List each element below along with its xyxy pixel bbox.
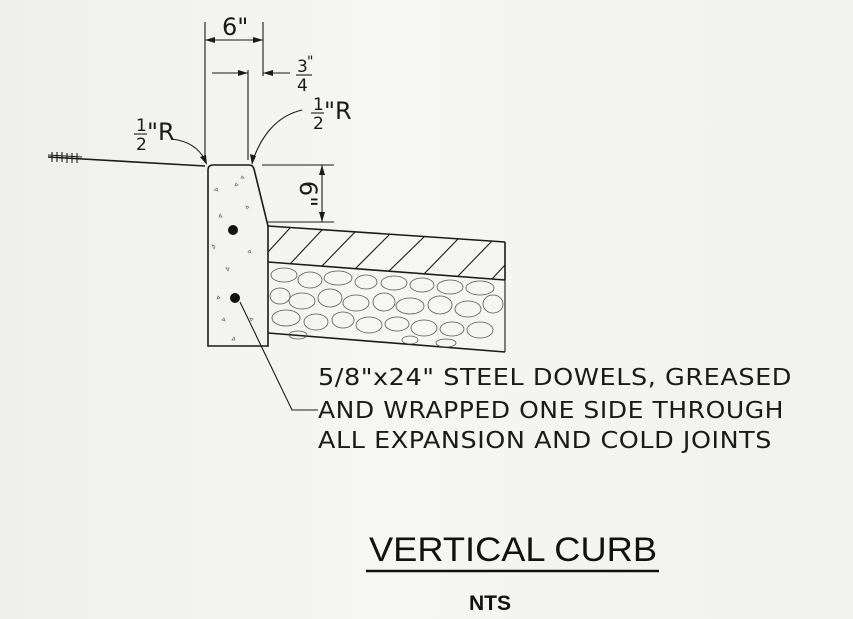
dimension-top-width: 6" xyxy=(204,13,264,160)
asphalt-pavement xyxy=(267,225,506,281)
radius-callout-right: 1 2 "R xyxy=(250,95,352,165)
drawing-title: VERTICAL CURB xyxy=(369,531,657,569)
dim-batter-unit: " xyxy=(307,54,313,70)
dowel-lower xyxy=(230,293,240,303)
radius-right-unit: "R xyxy=(324,97,352,125)
dowel-leader xyxy=(239,301,318,411)
note-line-2: AND WRAPPED ONE SIDE THROUGH xyxy=(318,398,784,424)
dim-batter-numerator: 3 xyxy=(297,57,308,77)
dim-top-width-label: 6" xyxy=(222,13,248,41)
concrete-stipple xyxy=(211,175,254,341)
dowel-upper xyxy=(228,225,238,235)
radius-right-numerator: 1 xyxy=(313,95,324,115)
radius-right-denominator: 2 xyxy=(313,114,324,134)
dim-batter-denominator: 4 xyxy=(297,76,308,96)
radius-callout-left: 1 2 "R xyxy=(134,116,207,165)
dimension-batter: 3 " 4 xyxy=(212,54,313,160)
pavement-hatch xyxy=(267,227,506,280)
radius-left-numerator: 1 xyxy=(136,116,147,136)
dim-height-label: 6" xyxy=(294,181,322,207)
drawing-scale: NTS xyxy=(469,592,511,615)
note-line-1: 5/8"x24" STEEL DOWELS, GREASED xyxy=(318,365,792,391)
radius-left-unit: "R xyxy=(147,118,175,146)
radius-left-denominator: 2 xyxy=(136,135,147,155)
grass-symbol xyxy=(47,152,83,163)
aggregate-base xyxy=(267,267,506,353)
note-line-3: ALL EXPANSION AND COLD JOINTS xyxy=(318,428,772,454)
curb-section xyxy=(207,164,269,347)
finished-grade-line xyxy=(47,152,206,167)
dimension-curb-height: 6" xyxy=(262,164,334,223)
